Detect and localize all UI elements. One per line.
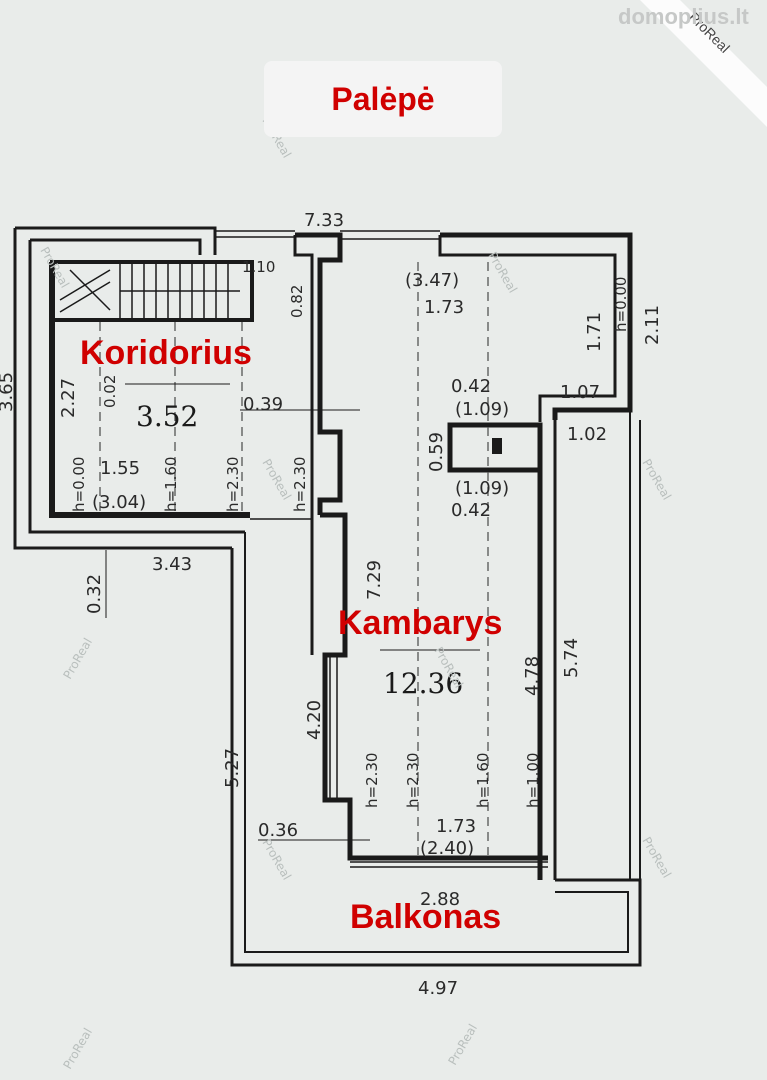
dim-koridorius-small: 0.02 — [101, 375, 119, 408]
area-koridorius: 3.52 — [136, 400, 198, 433]
dim-bottom-width-total: (2.40) — [420, 838, 474, 859]
dim-balcony-width: 4.97 — [418, 978, 458, 999]
central-wall — [293, 235, 314, 515]
dim-niche-b: 0.42 — [451, 500, 491, 521]
dim-koridorius-width-total: (3.04) — [92, 492, 146, 513]
watermark-proreal: ProReal — [60, 636, 95, 682]
dim-wall-length: 7.29 — [364, 560, 385, 600]
dim-left-bottom-offset: 0.32 — [84, 574, 105, 614]
dim-left-bottom-width: 3.43 — [152, 554, 192, 575]
dim-right-total-height: 2.11 — [642, 305, 663, 345]
dim-window-height: 4.20 — [304, 700, 325, 740]
dim-niche-a-total: (1.09) — [455, 399, 509, 420]
dim-room-height: 4.78 — [522, 656, 543, 696]
watermark-proreal: ProReal — [445, 1022, 480, 1068]
dim-niche-a: 0.42 — [451, 376, 491, 397]
dim-niche-b-total: (1.09) — [455, 478, 509, 499]
dim-stair-depth: 0.82 — [288, 285, 306, 318]
page-title: Palėpė — [331, 81, 435, 117]
dim-right-h0: h=0.00 — [612, 277, 630, 332]
dim-bottom-width: 1.73 — [436, 816, 476, 837]
dim-room-h230-b: h=2.30 — [404, 753, 422, 808]
dim-h160: h=1.60 — [162, 457, 180, 512]
dim-right-offset-b: 1.02 — [567, 424, 607, 445]
dim-balcony-depth: 5.27 — [222, 748, 243, 788]
balcony-outline — [244, 532, 629, 953]
room-label-kambarys: Kambarys — [338, 604, 503, 642]
wall — [30, 238, 202, 255]
dim-niche-depth: 0.59 — [426, 432, 447, 472]
watermark-proreal: ProReal — [639, 457, 674, 503]
dim-stair-width: 1.10 — [242, 258, 275, 276]
dim-left-height: 3.65 — [0, 372, 17, 412]
watermark-proreal: ProReal — [259, 457, 294, 503]
watermark-proreal: ProReal — [259, 837, 294, 883]
dim-top-width: 7.33 — [304, 210, 344, 231]
room-label-koridorius: Koridorius — [80, 334, 252, 372]
dim-top-niche-width: 1.73 — [424, 297, 464, 318]
title-box — [264, 61, 502, 137]
dim-room-height-total: 5.74 — [561, 638, 582, 678]
dim-top-niche: (3.47) — [405, 270, 459, 291]
dim-wall-offset: 0.39 — [243, 394, 283, 415]
chimney-symbol — [492, 438, 502, 454]
dim-koridorius-width: 1.55 — [100, 458, 140, 479]
watermark-proreal: ProReal — [60, 1026, 95, 1072]
dim-room-h160: h=1.60 — [474, 753, 492, 808]
dim-h0: h=0.00 — [70, 457, 88, 512]
dim-right-offset-a: 1.07 — [560, 382, 600, 403]
central-wall — [320, 512, 548, 861]
watermark-proreal: ProReal — [639, 835, 674, 881]
wall — [15, 226, 217, 255]
wall — [28, 240, 245, 534]
dim-balcony-offset: 0.36 — [258, 820, 298, 841]
dim-balcony-width-inner: 2.88 — [420, 889, 460, 910]
area-kambarys: 12.36 — [383, 667, 463, 700]
dim-room-h230-a: h=2.30 — [363, 753, 381, 808]
dim-right-wall-height: 1.71 — [584, 312, 605, 352]
dim-h230-a: h=2.30 — [224, 457, 242, 512]
dim-koridorius-height: 2.27 — [58, 378, 79, 418]
dim-h230-b: h=2.30 — [291, 457, 309, 512]
room-label-balkonas: Balkonas — [350, 898, 502, 936]
central-wall — [295, 232, 343, 515]
wall — [438, 235, 617, 422]
balcony-outline — [230, 548, 642, 967]
site-watermark: domoplius.lt — [618, 4, 749, 29]
wall — [13, 228, 232, 550]
stairs — [59, 262, 240, 320]
wall — [49, 262, 250, 518]
dim-room-h100: h=1.00 — [524, 753, 542, 808]
